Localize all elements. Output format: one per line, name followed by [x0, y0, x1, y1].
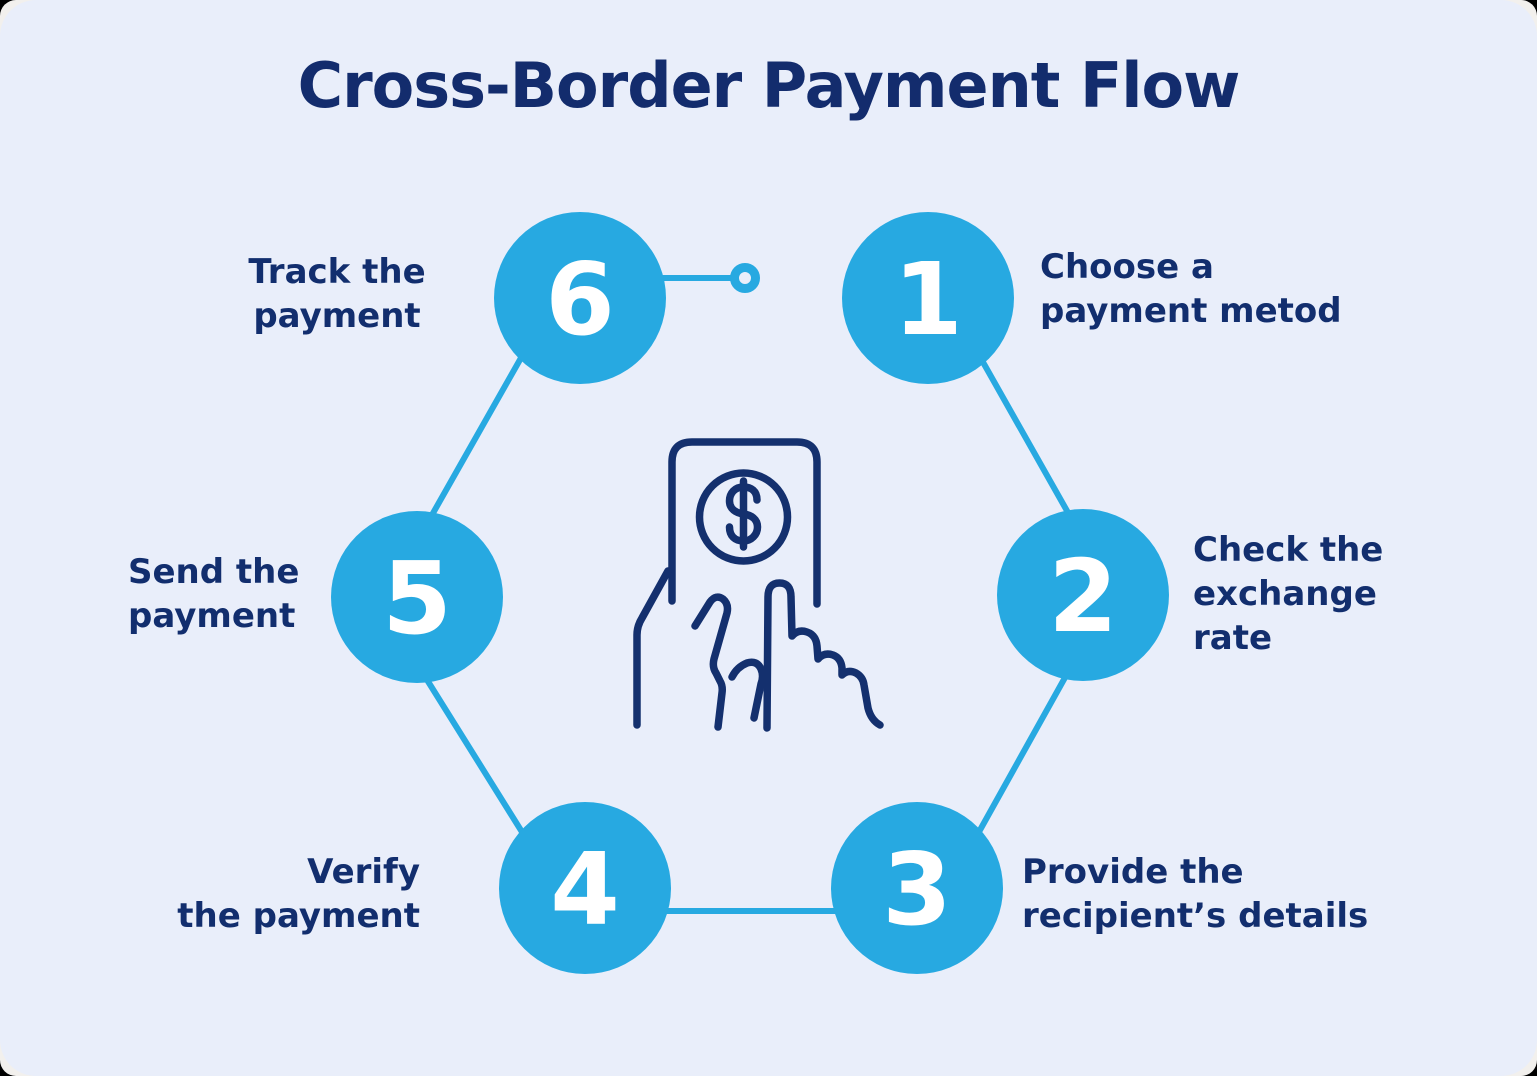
- palm-left: [633, 567, 672, 729]
- step-circle-5: 5: [331, 511, 503, 683]
- connector-5-6: [425, 339, 533, 525]
- step-circle-3: 3: [831, 802, 1003, 974]
- step-label-4: Verify the payment: [177, 852, 420, 936]
- step-number-5: 5: [382, 540, 452, 657]
- step-label-3: Provide the recipient’s details: [1022, 852, 1369, 936]
- step-circle-2: 2: [997, 509, 1169, 681]
- connector-2-3: [967, 662, 1075, 851]
- step-circle-4: 4: [499, 802, 671, 974]
- step-number-1: 1: [893, 241, 963, 358]
- bent-finger-a: [691, 593, 732, 731]
- pointing-finger-knuckles: [763, 579, 884, 732]
- step-number-3: 3: [882, 831, 952, 948]
- step-label-5: Send the payment: [128, 552, 300, 636]
- page-title: Cross-Border Payment Flow: [297, 49, 1241, 122]
- step-circle-1: 1: [842, 212, 1014, 384]
- bent-finger-b: [728, 658, 767, 722]
- hand-tap-payment-icon: [633, 438, 884, 732]
- connector-1-2: [972, 345, 1078, 528]
- end-ring-icon: [730, 263, 760, 293]
- phone-outline: [668, 438, 821, 608]
- step-number-2: 2: [1048, 538, 1118, 655]
- step-label-1: Choose a payment metod: [1040, 247, 1342, 331]
- step-label-2: Check the exchange rate: [1193, 530, 1384, 658]
- step-circle-6: 6: [494, 212, 666, 384]
- step-number-4: 4: [550, 831, 620, 948]
- connector-4-5: [421, 672, 535, 851]
- step-number-6: 6: [545, 241, 615, 358]
- step-label-6: Track the payment: [248, 252, 426, 336]
- dollar-circle: [695, 469, 792, 565]
